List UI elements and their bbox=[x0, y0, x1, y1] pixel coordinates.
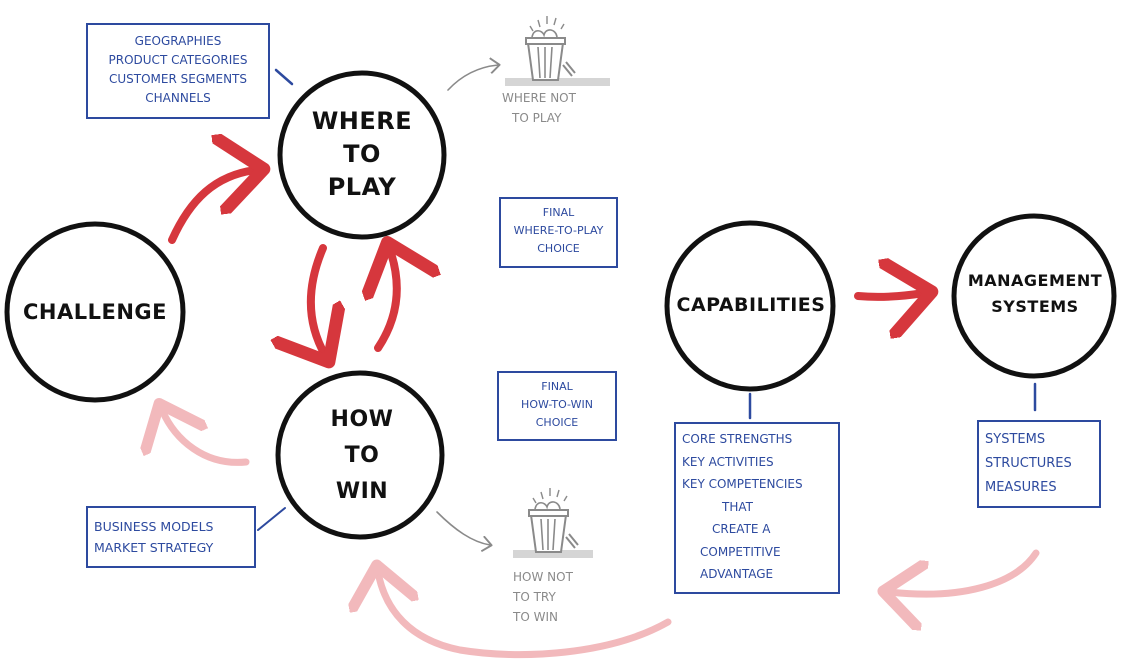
management-systems-circle bbox=[951, 213, 1117, 379]
box-line: BUSINESS MODELS bbox=[94, 519, 214, 534]
how-label-line: WIN bbox=[335, 479, 389, 504]
how-box-connector bbox=[257, 507, 286, 531]
where-label-line: WHERE bbox=[311, 107, 413, 135]
challenge-to-where-arrow bbox=[168, 170, 256, 244]
box-line: CHOICE bbox=[535, 416, 579, 429]
capabilities-details-box: CORE STRENGTHS KEY ACTIVITIES KEY COMPET… bbox=[674, 422, 840, 594]
capabilities-label-line: CAPABILITIES bbox=[676, 294, 826, 316]
where-not-to-play-label: WHERE NOT TO PLAY bbox=[502, 88, 602, 128]
systems-details-box: SYSTEMS STRUCTURES MEASURES bbox=[977, 420, 1101, 508]
where-label-line: PLAY bbox=[327, 173, 397, 201]
box-line: HOW-TO-WIN bbox=[521, 398, 593, 411]
box-line: SYSTEMS bbox=[985, 432, 1046, 447]
box-line: PRODUCT CATEGORIES bbox=[108, 53, 248, 67]
box-line: CHANNELS bbox=[145, 91, 211, 105]
where-not-arrow bbox=[447, 65, 498, 91]
box-line: FINAL bbox=[542, 206, 575, 219]
box-line: GEOGRAPHIES bbox=[134, 34, 222, 48]
box-line: KEY COMPETENCIES bbox=[682, 477, 803, 491]
where-details-box: GEOGRAPHIES PRODUCT CATEGORIES CUSTOMER … bbox=[86, 23, 270, 119]
management-systems-label: MANAGEMENT SYSTEMS bbox=[960, 268, 1110, 320]
trash-label-line: TO WIN bbox=[513, 610, 558, 624]
capabilities-to-systems-arrow bbox=[854, 293, 924, 297]
box-line: STRUCTURES bbox=[985, 456, 1072, 471]
challenge-circle bbox=[4, 221, 186, 403]
box-line: WHERE-TO-PLAY bbox=[513, 224, 604, 237]
box-line: KEY ACTIVITIES bbox=[682, 454, 774, 469]
where-box-connector bbox=[274, 68, 294, 86]
trash-bin-icon bbox=[505, 16, 610, 86]
box-line: MEASURES bbox=[985, 480, 1057, 495]
how-label-line: HOW bbox=[330, 407, 394, 432]
systems-to-capabilities-feedback-arrow bbox=[890, 549, 1040, 594]
box-line: CREATE A bbox=[712, 522, 771, 536]
box-line: CUSTOMER SEGMENTS bbox=[109, 72, 247, 86]
trash-label-line: TO TRY bbox=[513, 590, 556, 604]
how-to-win-label: HOW TO WIN bbox=[300, 402, 424, 510]
box-line: ADVANTAGE bbox=[700, 567, 774, 581]
where-to-how-arrow bbox=[311, 244, 325, 355]
box-line: CHOICE bbox=[537, 242, 580, 255]
box-line: MARKET STRATEGY bbox=[94, 540, 214, 555]
box-line: THAT bbox=[722, 499, 753, 514]
how-to-win-circle bbox=[275, 370, 445, 540]
how-to-where-arrow bbox=[378, 250, 397, 352]
challenge-label: CHALLENGE bbox=[18, 297, 172, 327]
how-to-challenge-feedback-arrow bbox=[162, 410, 250, 466]
capabilities-label: CAPABILITIES bbox=[672, 290, 830, 320]
how-not-arrow bbox=[436, 511, 490, 545]
management-label-line: MANAGEMENT bbox=[967, 271, 1103, 290]
where-label-line: TO bbox=[343, 140, 381, 168]
where-to-play-label: WHERE TO PLAY bbox=[300, 105, 424, 204]
trash-bin-icon bbox=[513, 488, 593, 558]
trash-label-line: WHERE NOT bbox=[502, 91, 576, 105]
box-line: FINAL bbox=[541, 380, 573, 393]
trash-label-line: TO PLAY bbox=[512, 111, 562, 125]
box-line: COMPETITIVE bbox=[700, 544, 781, 559]
capabilities-to-how-feedback-arrow bbox=[378, 572, 672, 659]
capabilities-circle bbox=[664, 220, 836, 392]
challenge-label-line: CHALLENGE bbox=[22, 300, 167, 324]
trash-label-line: HOW NOT bbox=[513, 570, 573, 584]
management-label-line: SYSTEMS bbox=[991, 297, 1079, 316]
how-label-line: TO bbox=[344, 443, 380, 468]
final-where-choice-box: FINAL WHERE-TO-PLAY CHOICE bbox=[499, 197, 618, 268]
box-line: CORE STRENGTHS bbox=[682, 432, 793, 446]
final-how-choice-box: FINAL HOW-TO-WIN CHOICE bbox=[497, 371, 617, 441]
how-not-to-win-label: HOW NOT TO TRY TO WIN bbox=[513, 567, 613, 627]
how-details-box: BUSINESS MODELS MARKET STRATEGY bbox=[86, 506, 256, 568]
